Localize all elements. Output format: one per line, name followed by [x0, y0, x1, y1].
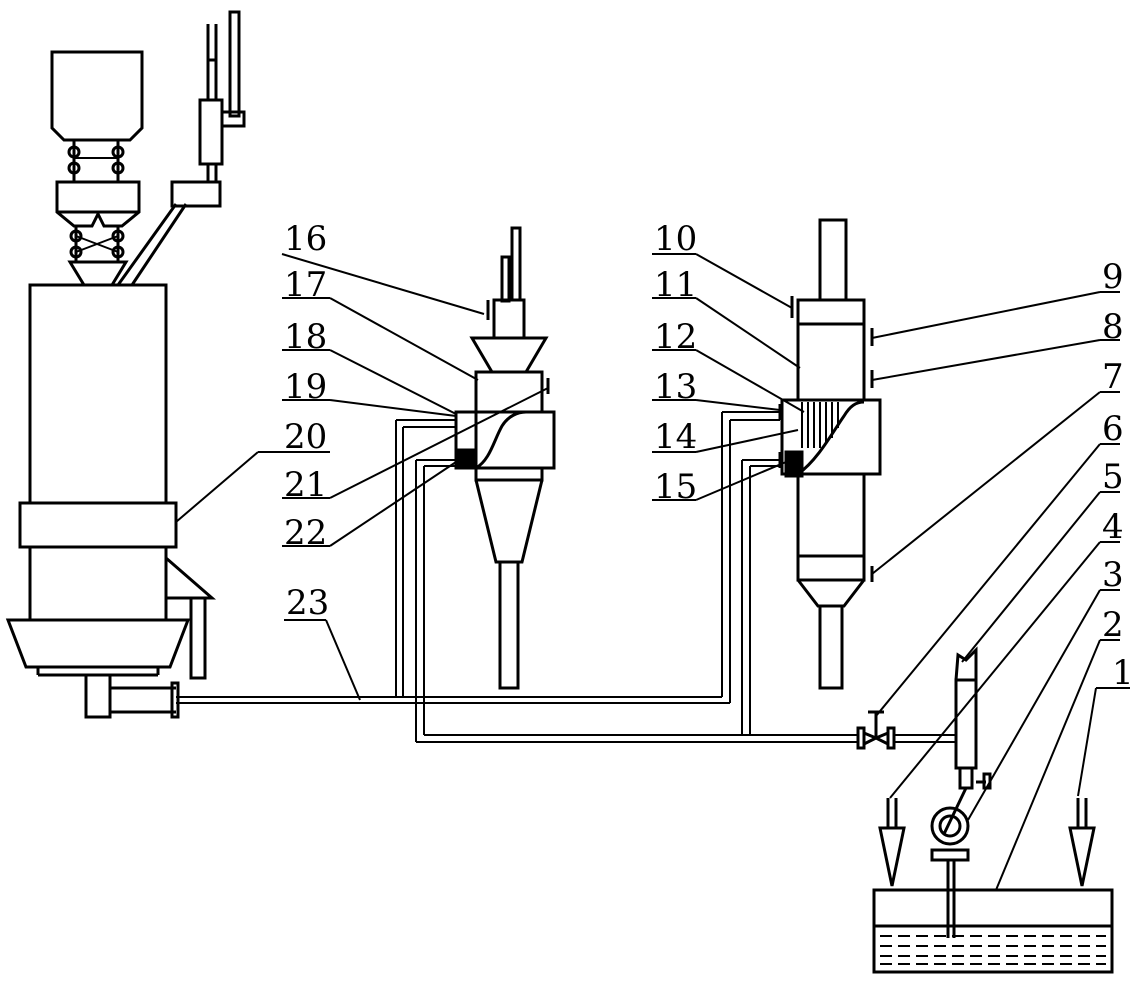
label-6: 6: [1102, 409, 1124, 449]
tank-liquid: [880, 935, 1106, 965]
label-5: 5: [1102, 457, 1124, 497]
label-23: 23: [286, 583, 329, 623]
label-3: 3: [1102, 555, 1124, 595]
cyclone-separator: [454, 226, 556, 690]
label-14: 14: [654, 417, 697, 457]
label-16: 16: [284, 219, 327, 259]
label-8: 8: [1102, 307, 1124, 347]
part-labels: 16 17 18 19 20 21 22 23 10 11 12 13 14 1…: [284, 219, 1134, 693]
label-21: 21: [284, 465, 327, 505]
label-11: 11: [654, 265, 697, 305]
label-7: 7: [1102, 357, 1124, 397]
screw-feeder-lower: [69, 226, 125, 262]
screw-feeder-upper: [67, 140, 125, 182]
label-20: 20: [284, 417, 327, 457]
label-10: 10: [654, 219, 697, 259]
label-22: 22: [284, 513, 327, 553]
label-19: 19: [284, 367, 327, 407]
label-2: 2: [1102, 605, 1124, 645]
reactor-column: [778, 218, 882, 690]
label-9: 9: [1102, 257, 1124, 297]
label-17: 17: [284, 265, 327, 305]
piping: [176, 411, 1114, 974]
label-18: 18: [284, 317, 327, 357]
leader-lines: [175, 253, 1130, 891]
gasifier-unit: [5, 10, 246, 719]
label-1: 1: [1112, 653, 1134, 693]
label-15: 15: [654, 467, 697, 507]
label-12: 12: [654, 317, 697, 357]
label-13: 13: [654, 367, 697, 407]
label-4: 4: [1102, 507, 1124, 547]
